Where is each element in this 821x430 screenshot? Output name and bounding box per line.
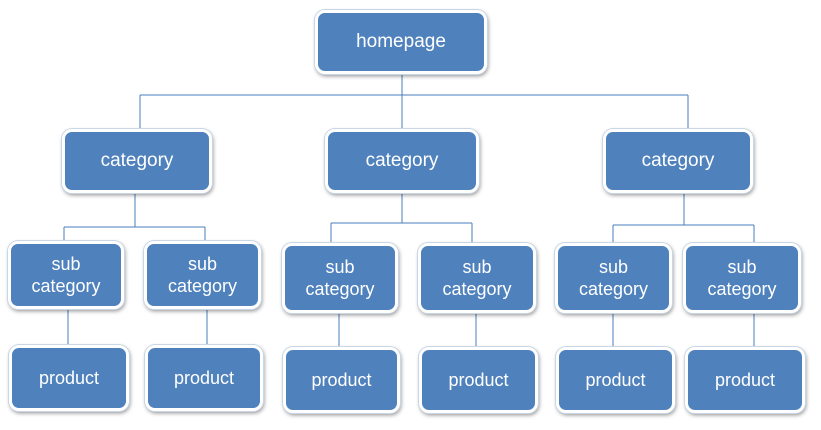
subcategory-node-1-2: sub category: [144, 241, 261, 309]
subcategory-label-line1: sub: [727, 256, 757, 277]
category-label: category: [641, 150, 715, 172]
subcategory-label-line1: sub: [51, 253, 81, 274]
product-label: product: [585, 369, 646, 390]
category-node-3: category: [603, 129, 753, 193]
product-node-2-2: product: [419, 347, 538, 413]
product-node-3-1: product: [556, 347, 675, 413]
subcategory-node-2-2: sub category: [418, 243, 536, 313]
subcategory-label-line2: category: [31, 276, 101, 296]
category-node-2: category: [325, 129, 479, 193]
product-node-3-2: product: [685, 347, 805, 413]
product-label: product: [173, 367, 235, 388]
subcategory-label-line1: sub: [187, 253, 217, 274]
category-label: category: [365, 150, 439, 172]
subcategory-label-line1: sub: [462, 256, 492, 277]
homepage-node: homepage: [315, 10, 487, 74]
subcategory-label-line1: sub: [598, 256, 628, 277]
subcategory-label-line2: category: [167, 276, 238, 296]
subcategory-node-1-1: sub category: [8, 241, 124, 309]
subcategory-label-line2: category: [707, 279, 777, 299]
subcategory-node-3-1: sub category: [555, 243, 672, 313]
subcategory-node-3-2: sub category: [683, 243, 801, 313]
product-label: product: [38, 367, 100, 388]
subcategory-node-2-1: sub category: [282, 243, 398, 313]
subcategory-label-line2: category: [305, 279, 375, 299]
subcategory-label-line2: category: [578, 279, 649, 299]
product-node-1-2: product: [145, 345, 263, 411]
subcategory-label-line2: category: [442, 279, 512, 299]
category-label: category: [100, 150, 174, 172]
subcategory-label-line1: sub: [325, 256, 355, 277]
homepage-label: homepage: [356, 31, 446, 53]
product-label: product: [311, 369, 372, 390]
product-node-1-1: product: [9, 345, 129, 411]
product-node-2-1: product: [283, 347, 400, 413]
category-node-1: category: [62, 129, 212, 193]
product-label: product: [714, 369, 776, 390]
product-label: product: [448, 369, 509, 390]
